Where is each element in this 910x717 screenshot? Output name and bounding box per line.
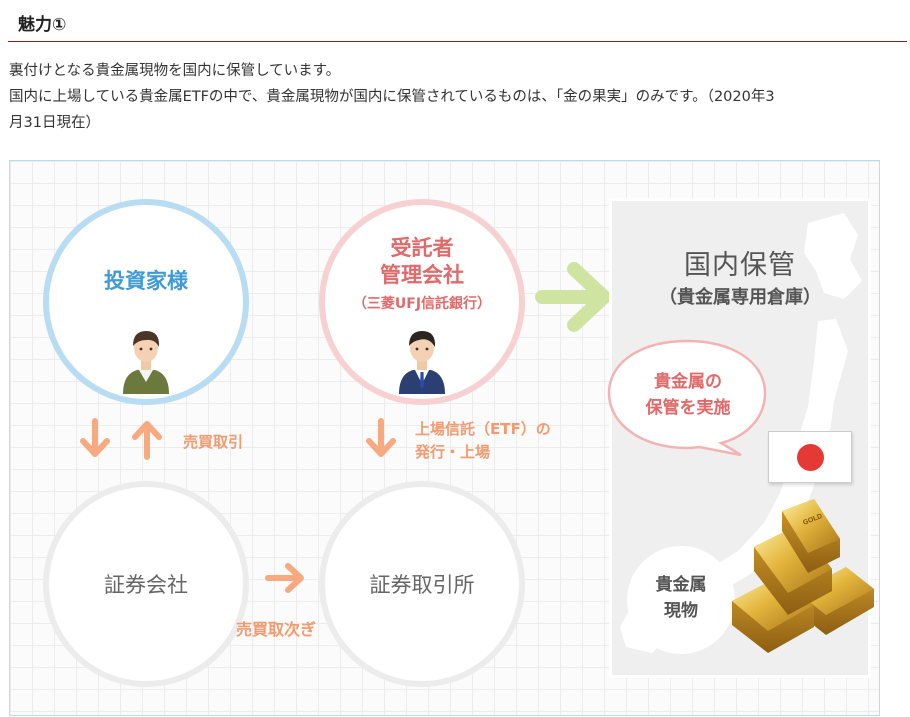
trustee-person-icon — [399, 331, 445, 394]
buy-sell-caption: 売買取引 — [183, 433, 244, 451]
bubble-text: 貴金属の 保管を実施 — [613, 369, 763, 421]
bubble-line-2: 保管を実施 — [645, 398, 731, 418]
intro-line-3: 月31日現在） — [9, 115, 100, 131]
intro-line-2: 国内に上場している貴金属ETFの中で、貴金属現物が国内に保管されているものは、「… — [9, 89, 775, 105]
stock-exchange-label: 証券取引所 — [369, 573, 475, 597]
trustee-label-2: 管理会社 — [380, 263, 464, 287]
speech-bubble-icon — [607, 339, 767, 457]
section-heading: 魅力① — [8, 0, 907, 42]
trustee-label-3: （三菱UFJ信託銀行） — [352, 296, 492, 312]
arrow-down-icon — [366, 418, 396, 457]
intro-line-1: 裏付けとなる貴金属現物を国内に保管しています。 — [9, 63, 341, 79]
securities-company-label: 証券会社 — [104, 573, 188, 597]
precious-metal-line-2: 現物 — [664, 601, 698, 621]
precious-metal-line-1: 貴金属 — [655, 575, 707, 595]
storage-subtitle: （貴金属専用倉庫） — [659, 287, 821, 308]
intro-text: 裏付けとなる貴金属現物を国内に保管しています。 国内に上場している貴金属ETFの… — [9, 58, 904, 136]
storage-title: 国内保管 — [684, 250, 796, 281]
listing-caption-2: 発行・上場 — [415, 443, 491, 461]
heading-title: 魅力① — [18, 15, 67, 35]
arrow-right-icon — [265, 563, 304, 593]
flag-sun — [797, 444, 824, 471]
arrow-right-green-icon — [535, 262, 611, 332]
listing-caption-1: 上場信託（ETF）の — [415, 420, 551, 438]
japan-flag-icon — [768, 431, 852, 483]
structure-diagram: 投資家様 受託者 管理会社 （三菱UFJ信託銀行） 証券会社 — [9, 160, 880, 716]
precious-metal-label: 貴金属 現物 — [627, 572, 735, 624]
investor-person-icon — [123, 331, 169, 394]
investor-circle: 投資家様 — [43, 199, 249, 405]
precious-metal-circle: 貴金属 現物 — [627, 546, 735, 654]
trustee-label-1: 受託者 — [390, 236, 454, 260]
trustee-circle: 受託者 管理会社 （三菱UFJ信託銀行） — [319, 199, 525, 405]
securities-company-circle: 証券会社 — [43, 481, 249, 687]
gold-bars-icon: GOLD — [732, 499, 874, 653]
bubble-line-1: 貴金属の — [654, 372, 722, 392]
arrow-up-icon — [132, 421, 162, 460]
investor-label: 投資家様 — [104, 269, 188, 293]
arrow-down-icon — [80, 418, 110, 457]
stock-exchange-circle: 証券取引所 — [319, 481, 525, 687]
brokerage-caption: 売買取次ぎ — [236, 620, 317, 639]
